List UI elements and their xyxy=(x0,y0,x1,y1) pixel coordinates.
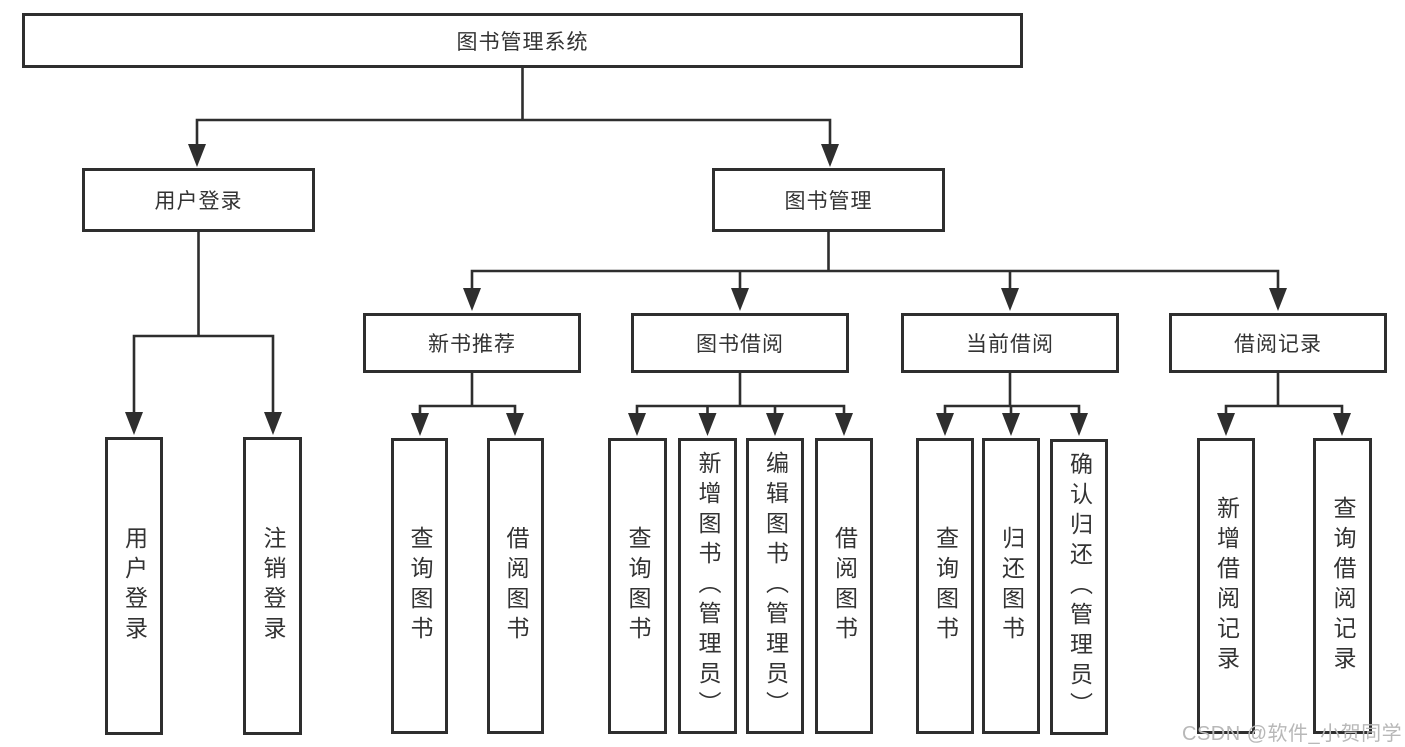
leaf-logout: 注销登录 xyxy=(243,437,302,735)
connector-segments xyxy=(132,66,1344,418)
leaf-borrow-book: 借阅图书 xyxy=(815,438,873,734)
node-label: 确认归还（管理员） xyxy=(1066,452,1093,722)
node-new-book-recommend: 新书推荐 xyxy=(363,313,581,373)
node-book-borrow: 图书借阅 xyxy=(631,313,849,373)
leaf-query-borrow-record: 查询借阅记录 xyxy=(1313,438,1372,734)
node-label: 图书借阅 xyxy=(696,333,784,356)
leaf-add-borrow-record: 新增借阅记录 xyxy=(1197,438,1255,734)
node-label: 用户登录 xyxy=(154,190,243,213)
leaf-recommend-borrow-book: 借阅图书 xyxy=(487,438,544,734)
leaf-user-login: 用户登录 xyxy=(105,437,163,735)
node-label: 新书推荐 xyxy=(428,333,516,356)
node-label: 新增借阅记录 xyxy=(1213,496,1240,676)
node-library-system: 图书管理系统 xyxy=(22,13,1023,68)
node-label: 查询图书 xyxy=(407,526,433,646)
leaf-recommend-query-book: 查询图书 xyxy=(391,438,448,734)
leaf-add-book-admin: 新增图书（管理员） xyxy=(678,438,737,734)
node-label: 查询图书 xyxy=(932,526,959,646)
node-label: 注销登录 xyxy=(260,526,286,646)
leaf-confirm-return-admin: 确认归还（管理员） xyxy=(1050,439,1108,735)
node-book-management: 图书管理 xyxy=(712,168,945,232)
node-label: 借阅图书 xyxy=(831,526,858,646)
node-label: 新增图书（管理员） xyxy=(695,451,721,721)
node-label: 查询借阅记录 xyxy=(1330,496,1356,676)
node-label: 图书管理系统 xyxy=(456,30,589,54)
node-label: 查询图书 xyxy=(625,526,651,646)
node-label: 当前借阅 xyxy=(966,333,1054,356)
node-user-login: 用户登录 xyxy=(82,168,315,232)
leaf-current-query-book: 查询图书 xyxy=(916,438,974,734)
node-label: 归还图书 xyxy=(998,526,1025,646)
leaf-return-book: 归还图书 xyxy=(982,438,1040,734)
node-label: 图书管理 xyxy=(784,190,873,213)
leaf-borrow-query-book: 查询图书 xyxy=(608,438,667,734)
node-label: 借阅图书 xyxy=(503,526,529,646)
node-label: 借阅记录 xyxy=(1234,333,1322,356)
csdn-watermark: CSDN @软件_小贺同学 xyxy=(1182,723,1403,745)
node-current-borrow: 当前借阅 xyxy=(901,313,1119,373)
leaf-edit-book-admin: 编辑图书（管理员） xyxy=(746,438,804,734)
node-borrow-records: 借阅记录 xyxy=(1169,313,1387,373)
node-label: 编辑图书（管理员） xyxy=(762,451,789,721)
arrowheads xyxy=(125,144,1351,436)
node-label: 用户登录 xyxy=(121,526,148,646)
